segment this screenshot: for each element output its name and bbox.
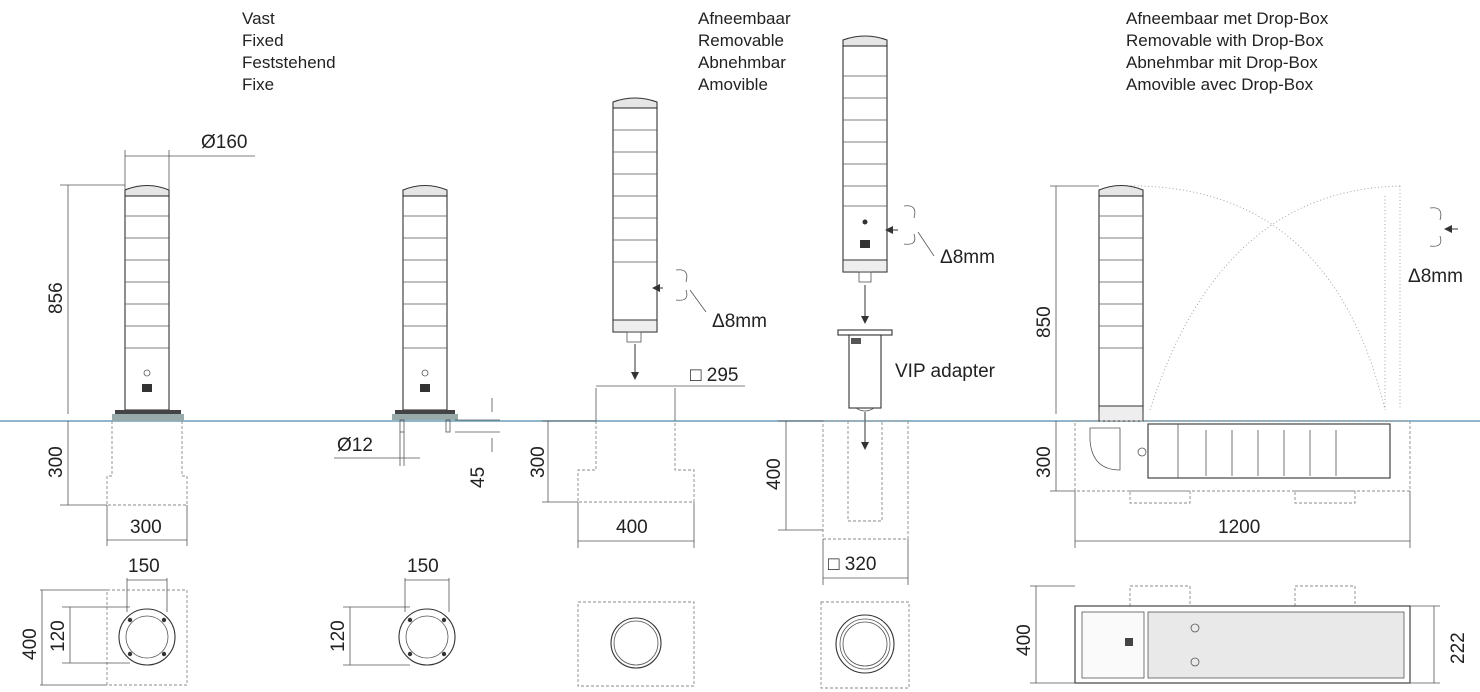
- caption-removable-en: Removable: [698, 31, 784, 50]
- foundation-removable: [577, 421, 695, 503]
- dim-key-8mm-c-label: Δ8mm: [1408, 266, 1463, 287]
- bollard-removable: [612, 97, 707, 380]
- caption-dropbox-en: Removable with Drop-Box: [1126, 31, 1324, 50]
- dim-width-400-label: 400: [616, 517, 648, 538]
- dim-height-850-label: 850: [1034, 306, 1055, 338]
- bollard-vip: [842, 35, 935, 324]
- dim-square-320: □ 320: [822, 539, 909, 585]
- dim-top-150-b-label: 150: [407, 556, 439, 577]
- dim-side-222-label: 222: [1448, 632, 1469, 664]
- caption-fixed-en: Fixed: [242, 31, 284, 50]
- dim-width-400: 400: [577, 502, 695, 548]
- dim-depth-300-c-label: 300: [528, 446, 549, 478]
- caption-dropbox-de: Abnehmbar mit Drop-Box: [1126, 53, 1318, 72]
- caption-removable: Afneembaar Removable Abnehmbar Amovible: [698, 9, 791, 94]
- dim-diameter-160-label: Ø160: [201, 132, 247, 153]
- caption-removable-de: Abnehmbar: [698, 53, 786, 72]
- caption-dropbox-fr: Amovible avec Drop-Box: [1126, 75, 1314, 94]
- caption-removable-nl: Afneembaar: [698, 9, 791, 28]
- dim-square-320-label: □ 320: [828, 554, 876, 575]
- bollard-fixed-2: [392, 184, 458, 433]
- caption-fixed-fr: Fixe: [242, 75, 274, 94]
- foundation-vip: [822, 420, 909, 540]
- plan-removable: [577, 601, 695, 687]
- dim-height-856: 856: [46, 184, 125, 414]
- dropbox-swing-arcs: [1119, 185, 1401, 411]
- dim-depth-300-d-label: 300: [1034, 446, 1055, 478]
- dim-square-295: □ 295: [595, 365, 745, 421]
- plan-fixed-1: 150 400 120: [20, 556, 188, 686]
- dim-depth-300-a: 300: [46, 421, 107, 506]
- bollard-dropbox: [1098, 184, 1458, 422]
- dim-width-1200: 1200: [1074, 491, 1411, 548]
- dim-width-300-label: 300: [130, 517, 162, 538]
- dim-side-400-a-label: 400: [20, 628, 41, 660]
- plan-vip: [820, 601, 910, 689]
- dim-width-1200-label: 1200: [1218, 517, 1260, 538]
- vip-adapter-label: VIP adapter: [895, 361, 996, 382]
- dim-key-8mm-b-label: Δ8mm: [940, 247, 995, 268]
- dim-height-856-label: 856: [46, 282, 67, 314]
- plan-fixed-2: 150 120: [328, 556, 456, 666]
- dim-depth-45: 45: [455, 398, 500, 488]
- bollard-fixed-1: [112, 184, 184, 421]
- plan-dropbox: 400 222: [1014, 585, 1469, 684]
- dim-side-120-b-label: 120: [328, 620, 349, 652]
- dim-depth-400: 400: [764, 420, 823, 531]
- caption-dropbox: Afneembaar met Drop-Box Removable with D…: [1126, 9, 1329, 94]
- dim-square-295-label: □ 295: [690, 365, 738, 386]
- dim-depth-45-label: 45: [468, 467, 489, 488]
- dim-diameter-12-label: Ø12: [337, 435, 373, 456]
- dim-diameter-160: Ø160: [124, 132, 255, 190]
- dim-side-120-a-label: 120: [48, 620, 69, 652]
- vip-adapter: [837, 329, 893, 450]
- dim-depth-400-label: 400: [764, 458, 785, 490]
- caption-removable-fr: Amovible: [698, 75, 768, 94]
- dim-width-300: 300: [106, 505, 188, 546]
- caption-fixed: Vast Fixed Feststehend Fixe: [242, 9, 336, 94]
- foundation-fixed-1: [106, 421, 188, 506]
- dim-depth-300-d: 300: [1034, 421, 1075, 492]
- dropbox-box: [1074, 420, 1411, 504]
- caption-dropbox-nl: Afneembaar met Drop-Box: [1126, 9, 1329, 28]
- caption-fixed-de: Feststehend: [242, 53, 336, 72]
- dim-side-400-d-label: 400: [1014, 624, 1035, 656]
- dim-height-850: 850: [1034, 185, 1099, 414]
- dim-key-8mm-a-label: Δ8mm: [712, 311, 767, 332]
- caption-fixed-nl: Vast: [242, 9, 275, 28]
- dim-depth-300-c: 300: [528, 420, 596, 503]
- dim-depth-300-a-label: 300: [46, 446, 67, 478]
- dim-top-150-a-label: 150: [128, 556, 160, 577]
- dim-diameter-12: Ø12: [334, 432, 420, 466]
